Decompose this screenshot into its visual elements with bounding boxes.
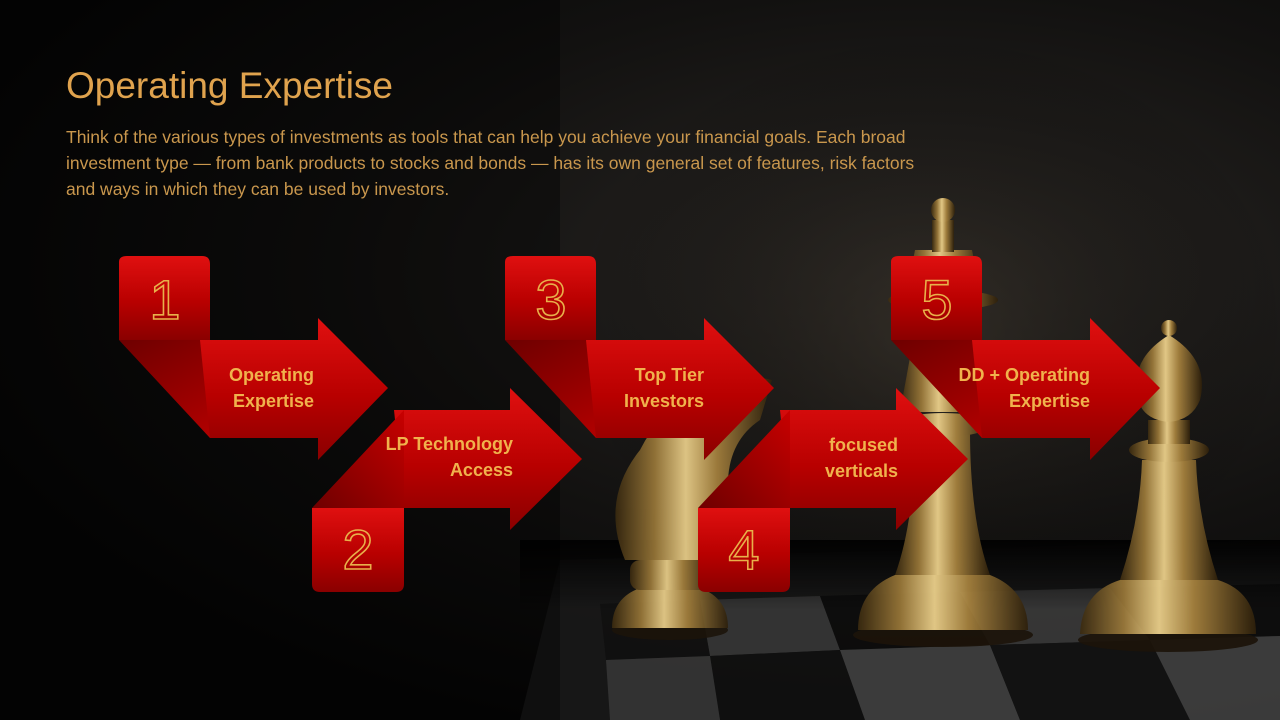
step-5-label-line-1: DD + Operating	[958, 365, 1090, 385]
step-5-number: 5	[921, 268, 954, 331]
slide-title: Operating Expertise	[66, 65, 394, 106]
slide-body-text: Think of the various types of investment…	[66, 127, 915, 199]
step-2-label-line-1: LP Technology	[385, 434, 513, 454]
step-1-label-line-1: Operating	[228, 365, 314, 385]
step-4-label-line-2: verticals	[824, 461, 898, 481]
step-1-label: Operating Expertise	[174, 362, 314, 414]
step-4-label: focused verticals	[758, 432, 898, 484]
step-1-label-line-2: Expertise	[232, 391, 314, 411]
step-3-label-line-2: Investors	[623, 391, 704, 411]
step-3-label-line-1: Top Tier	[634, 365, 704, 385]
step-3-label: Top Tier Investors	[564, 362, 704, 414]
bishop-piece	[1078, 320, 1258, 652]
step-3-number: 3	[535, 268, 568, 331]
step-2-label: LP Technology Access	[353, 431, 513, 483]
step-5-arrow	[891, 256, 1160, 460]
step-5-label: DD + Operating Expertise	[930, 362, 1090, 414]
step-3-arrow	[505, 256, 774, 460]
step-1-arrow	[119, 256, 388, 460]
step-1-number: 1	[149, 268, 182, 331]
step-4-label-line-1: focused	[828, 435, 898, 455]
step-2-label-line-2: Access	[449, 460, 513, 480]
step-5-label-line-2: Expertise	[1008, 391, 1090, 411]
step-4-number: 4	[728, 518, 761, 581]
step-2-number: 2	[342, 518, 375, 581]
step-2-arrow	[312, 388, 582, 592]
step-4-arrow	[698, 388, 968, 592]
